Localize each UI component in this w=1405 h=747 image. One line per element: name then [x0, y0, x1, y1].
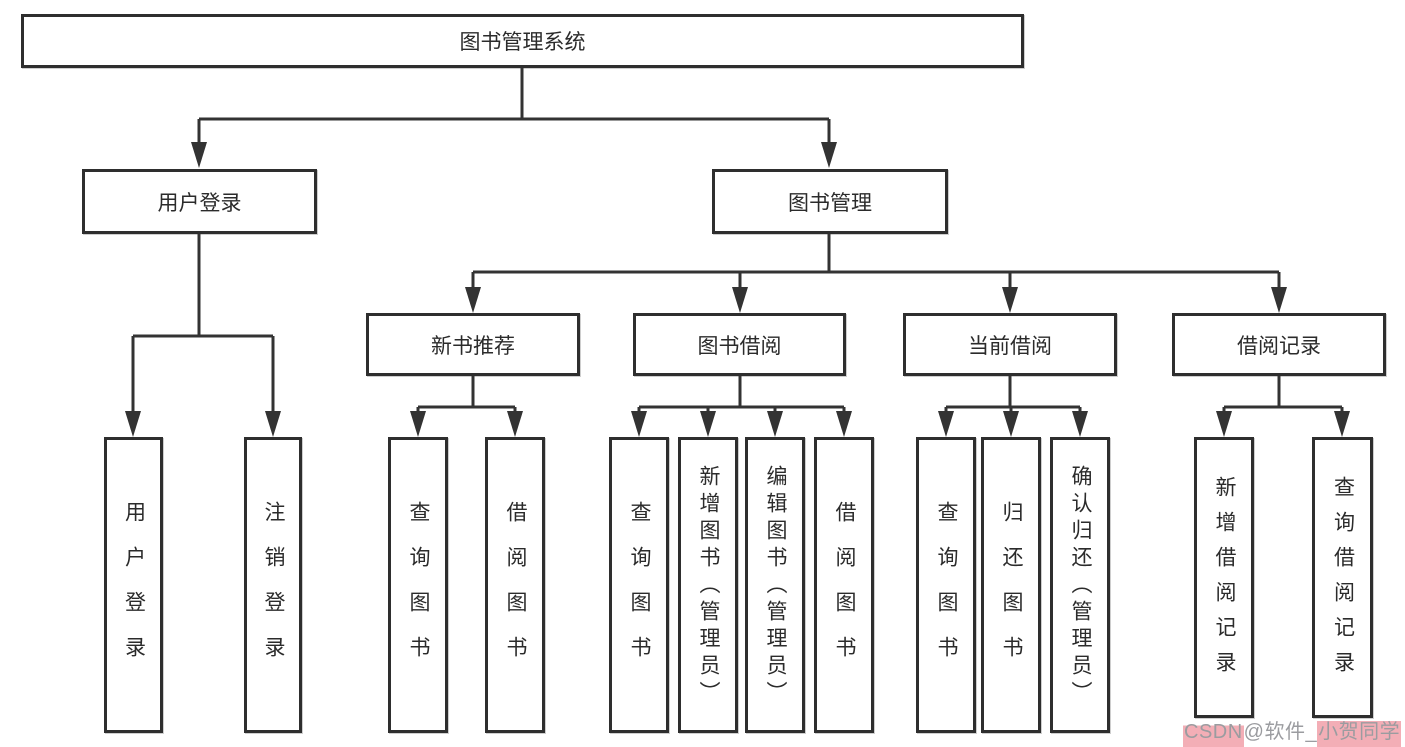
- node-library-management-system: 图书管理系统: [21, 14, 1024, 68]
- watermark-handle-prefix: @软件_: [1243, 721, 1318, 743]
- node-edit-book-admin: 编辑图书（管理员）: [745, 437, 805, 733]
- node-confirm-return-admin: 确认归还（管理员）: [1050, 437, 1110, 733]
- node-borrow-books-recommend: 借阅图书: [485, 437, 545, 733]
- node-add-book-admin: 新增图书（管理员）: [678, 437, 738, 733]
- node-new-book-recommend: 新书推荐: [366, 313, 580, 376]
- node-user-login-leaf: 用户登录: [104, 437, 163, 733]
- node-borrow-books-leaf: 借阅图书: [814, 437, 874, 733]
- node-book-borrow: 图书借阅: [633, 313, 846, 376]
- node-logout: 注销登录: [244, 437, 302, 733]
- node-query-books-current: 查询图书: [916, 437, 976, 733]
- node-book-management: 图书管理: [712, 169, 948, 234]
- watermark-csdn: CSDN: [1183, 721, 1244, 747]
- node-current-borrow: 当前借阅: [903, 313, 1117, 376]
- node-query-books-recommend: 查询图书: [388, 437, 448, 733]
- node-query-borrow-record: 查询借阅记录: [1312, 437, 1373, 718]
- node-user-login: 用户登录: [82, 169, 317, 234]
- node-return-books: 归还图书: [981, 437, 1041, 733]
- watermark: CSDN @软件_小贺同学: [1183, 715, 1402, 747]
- watermark-username: 小贺同学: [1317, 715, 1402, 747]
- node-add-borrow-record: 新增借阅记录: [1194, 437, 1254, 718]
- node-borrow-records: 借阅记录: [1172, 313, 1386, 376]
- node-query-books-borrow: 查询图书: [609, 437, 669, 733]
